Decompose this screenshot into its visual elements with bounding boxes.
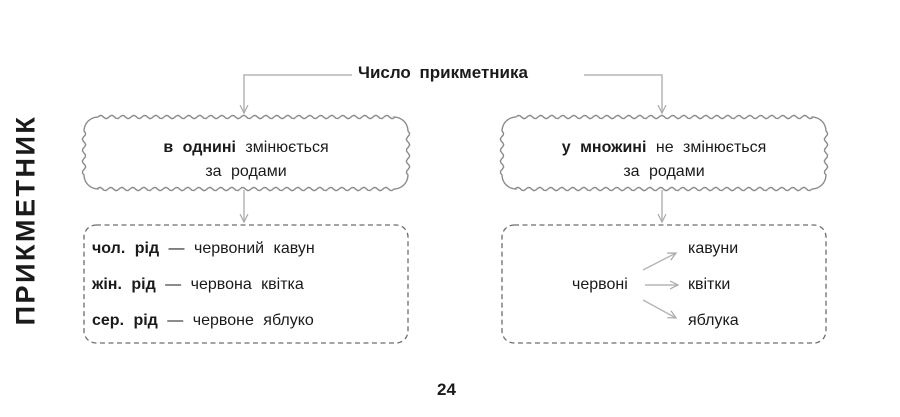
right-head-bold: у множині bbox=[561, 139, 647, 156]
right-head-line2: за родами bbox=[623, 163, 705, 180]
right-content-box bbox=[501, 224, 827, 344]
right-header-text: у множині не змінюється за родами bbox=[502, 136, 826, 184]
plural-noun: квітки bbox=[688, 276, 731, 293]
gender-example: червоний кавун bbox=[194, 240, 315, 257]
gender-label: сер. рід bbox=[92, 312, 158, 329]
gender-example: червоне яблуко bbox=[192, 312, 314, 329]
right-header-box bbox=[499, 114, 829, 192]
left-head-line2: за родами bbox=[205, 163, 287, 180]
side-title: ПРИКМЕТНИК bbox=[10, 114, 41, 326]
plural-noun: кавуни bbox=[688, 240, 739, 257]
diagram-title: Число прикметника bbox=[358, 63, 528, 82]
left-header-text: в однині змінюється за родами bbox=[84, 136, 408, 184]
fan-arrow-up bbox=[642, 252, 676, 271]
fan-arrow-down bbox=[642, 299, 676, 318]
gender-dash: — bbox=[168, 240, 185, 257]
left-head-bold: в однині bbox=[163, 139, 236, 156]
title-connector-left bbox=[244, 74, 352, 113]
plural-noun: яблука bbox=[688, 312, 739, 329]
plural-adjective: червоні bbox=[572, 276, 628, 293]
gender-dash: — bbox=[167, 312, 184, 329]
left-content-box bbox=[83, 224, 409, 344]
gender-label: чол. рід bbox=[92, 240, 160, 257]
gender-dash: — bbox=[165, 276, 182, 293]
left-head-rest: змінюється bbox=[245, 139, 329, 156]
gender-label: жін. рід bbox=[92, 276, 156, 293]
right-head-rest: не змінюється bbox=[655, 139, 767, 156]
left-header-box bbox=[81, 114, 411, 192]
gender-row: сер. рід — червоне яблуко bbox=[92, 312, 314, 330]
gender-row: жін. рід — червона квітка bbox=[92, 276, 304, 294]
gender-row: чол. рід — червоний кавун bbox=[92, 240, 315, 258]
page-number: 24 bbox=[437, 380, 456, 399]
title-connector-right bbox=[584, 74, 662, 113]
gender-example: червона квітка bbox=[190, 276, 304, 293]
